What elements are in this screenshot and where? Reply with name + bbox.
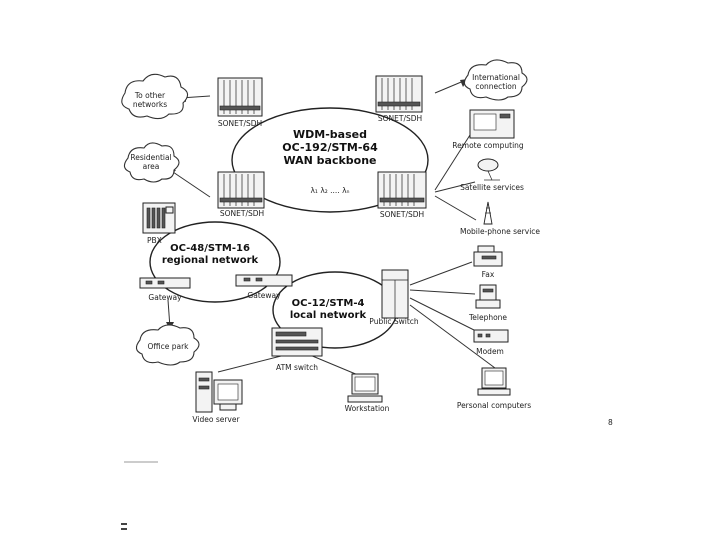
scan-artifact-mark-2 bbox=[121, 528, 127, 530]
device-label: PBX bbox=[147, 236, 162, 245]
video-server: Video server bbox=[192, 371, 243, 424]
cloud-residential-area: Residential area bbox=[123, 142, 180, 183]
service-label: Remote computing bbox=[452, 141, 524, 150]
page-mark: 8 bbox=[608, 418, 613, 427]
atm-switch: ATM switch bbox=[271, 327, 323, 372]
telephone: Telephone bbox=[468, 284, 507, 322]
regional-network-ring bbox=[149, 221, 281, 303]
sonet-rack-bottom-left: SONET/SDH bbox=[217, 171, 265, 218]
backbone-title-line-1: WDM-based bbox=[293, 128, 367, 141]
cloud-label-line-1: To other bbox=[134, 91, 166, 100]
cloud-label-line-2: area bbox=[143, 162, 160, 171]
sonet-rack-top-right: SONET/SDH bbox=[375, 75, 423, 123]
device-label: Gateway bbox=[148, 293, 182, 302]
wan-backbone-ring bbox=[231, 107, 429, 213]
device-label: SONET/SDH bbox=[380, 210, 424, 219]
backbone-title-line-3: WAN backbone bbox=[283, 154, 376, 167]
device-label: ATM switch bbox=[276, 363, 318, 372]
scan-artifact-mark bbox=[121, 523, 127, 525]
local-title-line-2: local network bbox=[290, 310, 367, 321]
wavelength-label: λ₁ λ₂ .... λₙ bbox=[310, 186, 349, 195]
device-label: Video server bbox=[192, 415, 240, 424]
service-label: Mobile-phone service bbox=[460, 227, 540, 236]
cloud-other-networks: To other networks bbox=[121, 73, 189, 120]
gateway-right: Gateway bbox=[235, 274, 293, 300]
cloud-label-line-1: Residential bbox=[130, 153, 171, 162]
workstation: Workstation bbox=[345, 373, 390, 413]
connector-lines bbox=[166, 79, 496, 376]
service-label: Personal computers bbox=[457, 401, 531, 410]
service-label: Telephone bbox=[468, 313, 507, 322]
local-title-line-1: OC-12/STM-4 bbox=[292, 298, 365, 309]
regional-title-line-2: regional network bbox=[162, 255, 259, 266]
modem: Modem bbox=[473, 329, 509, 356]
cloud-office-park: Office park bbox=[135, 324, 200, 366]
gateway-left: Gateway bbox=[139, 277, 191, 302]
sonet-rack-bottom-right: SONET/SDH bbox=[377, 171, 427, 219]
backbone-title: WDM-based OC-192/STM-64 WAN backbone λ₁ … bbox=[282, 128, 378, 195]
cloud-label-line-1: International bbox=[472, 73, 520, 82]
service-label: Satellite services bbox=[460, 183, 524, 192]
device-label: SONET/SDH bbox=[218, 119, 262, 128]
regional-title: OC-48/STM-16 regional network bbox=[162, 243, 259, 266]
device-label: Public Switch bbox=[369, 317, 419, 326]
local-title: OC-12/STM-4 local network bbox=[290, 298, 367, 321]
remote-computing: Remote computing bbox=[452, 109, 524, 150]
device-label: SONET/SDH bbox=[378, 114, 422, 123]
device-label: Workstation bbox=[345, 404, 390, 413]
regional-title-line-1: OC-48/STM-16 bbox=[170, 243, 250, 254]
cloud-international-connection: International connection bbox=[463, 59, 528, 101]
device-label: SONET/SDH bbox=[220, 209, 264, 218]
mobile-phone-tower: Mobile-phone service bbox=[460, 201, 540, 236]
backbone-title-line-2: OC-192/STM-64 bbox=[282, 141, 378, 154]
sonet-rack-top-left: SONET/SDH bbox=[217, 77, 263, 128]
pbx-device: PBX bbox=[142, 202, 176, 245]
cloud-label-line-2: networks bbox=[133, 100, 167, 109]
device-label: Gateway bbox=[247, 291, 281, 300]
cloud-label: Office park bbox=[147, 342, 189, 351]
personal-computer: Personal computers bbox=[457, 367, 531, 410]
satellite-dish: Satellite services bbox=[460, 158, 524, 192]
cloud-label-line-2: connection bbox=[475, 82, 517, 91]
fax-machine: Fax bbox=[473, 245, 503, 279]
public-switch: Public Switch bbox=[369, 269, 419, 326]
service-label: Fax bbox=[482, 270, 495, 279]
service-label: Modem bbox=[476, 347, 504, 356]
